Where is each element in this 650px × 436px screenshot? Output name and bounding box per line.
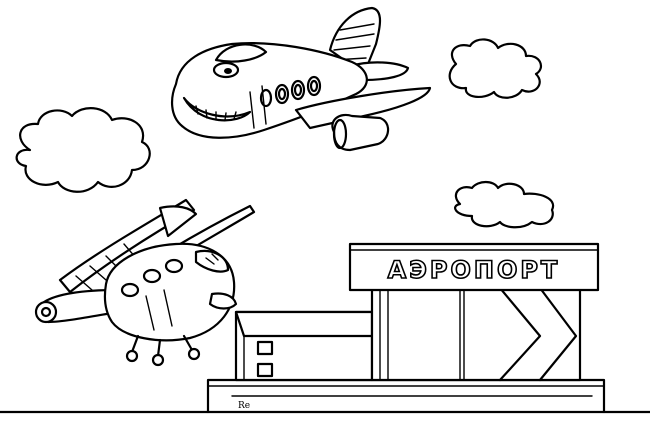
airport-sign-text: АЭРОПОРТ: [388, 256, 561, 284]
artist-signature: Re: [238, 401, 250, 411]
helicopter: [34, 198, 256, 367]
cloud-right-middle: [454, 180, 555, 229]
airport-building: АЭРОПОРТ: [206, 242, 606, 414]
cloud-right-top: [448, 38, 543, 99]
signature-text: Re: [238, 401, 250, 411]
cloud-left: [15, 107, 151, 193]
airplane: [170, 6, 432, 152]
